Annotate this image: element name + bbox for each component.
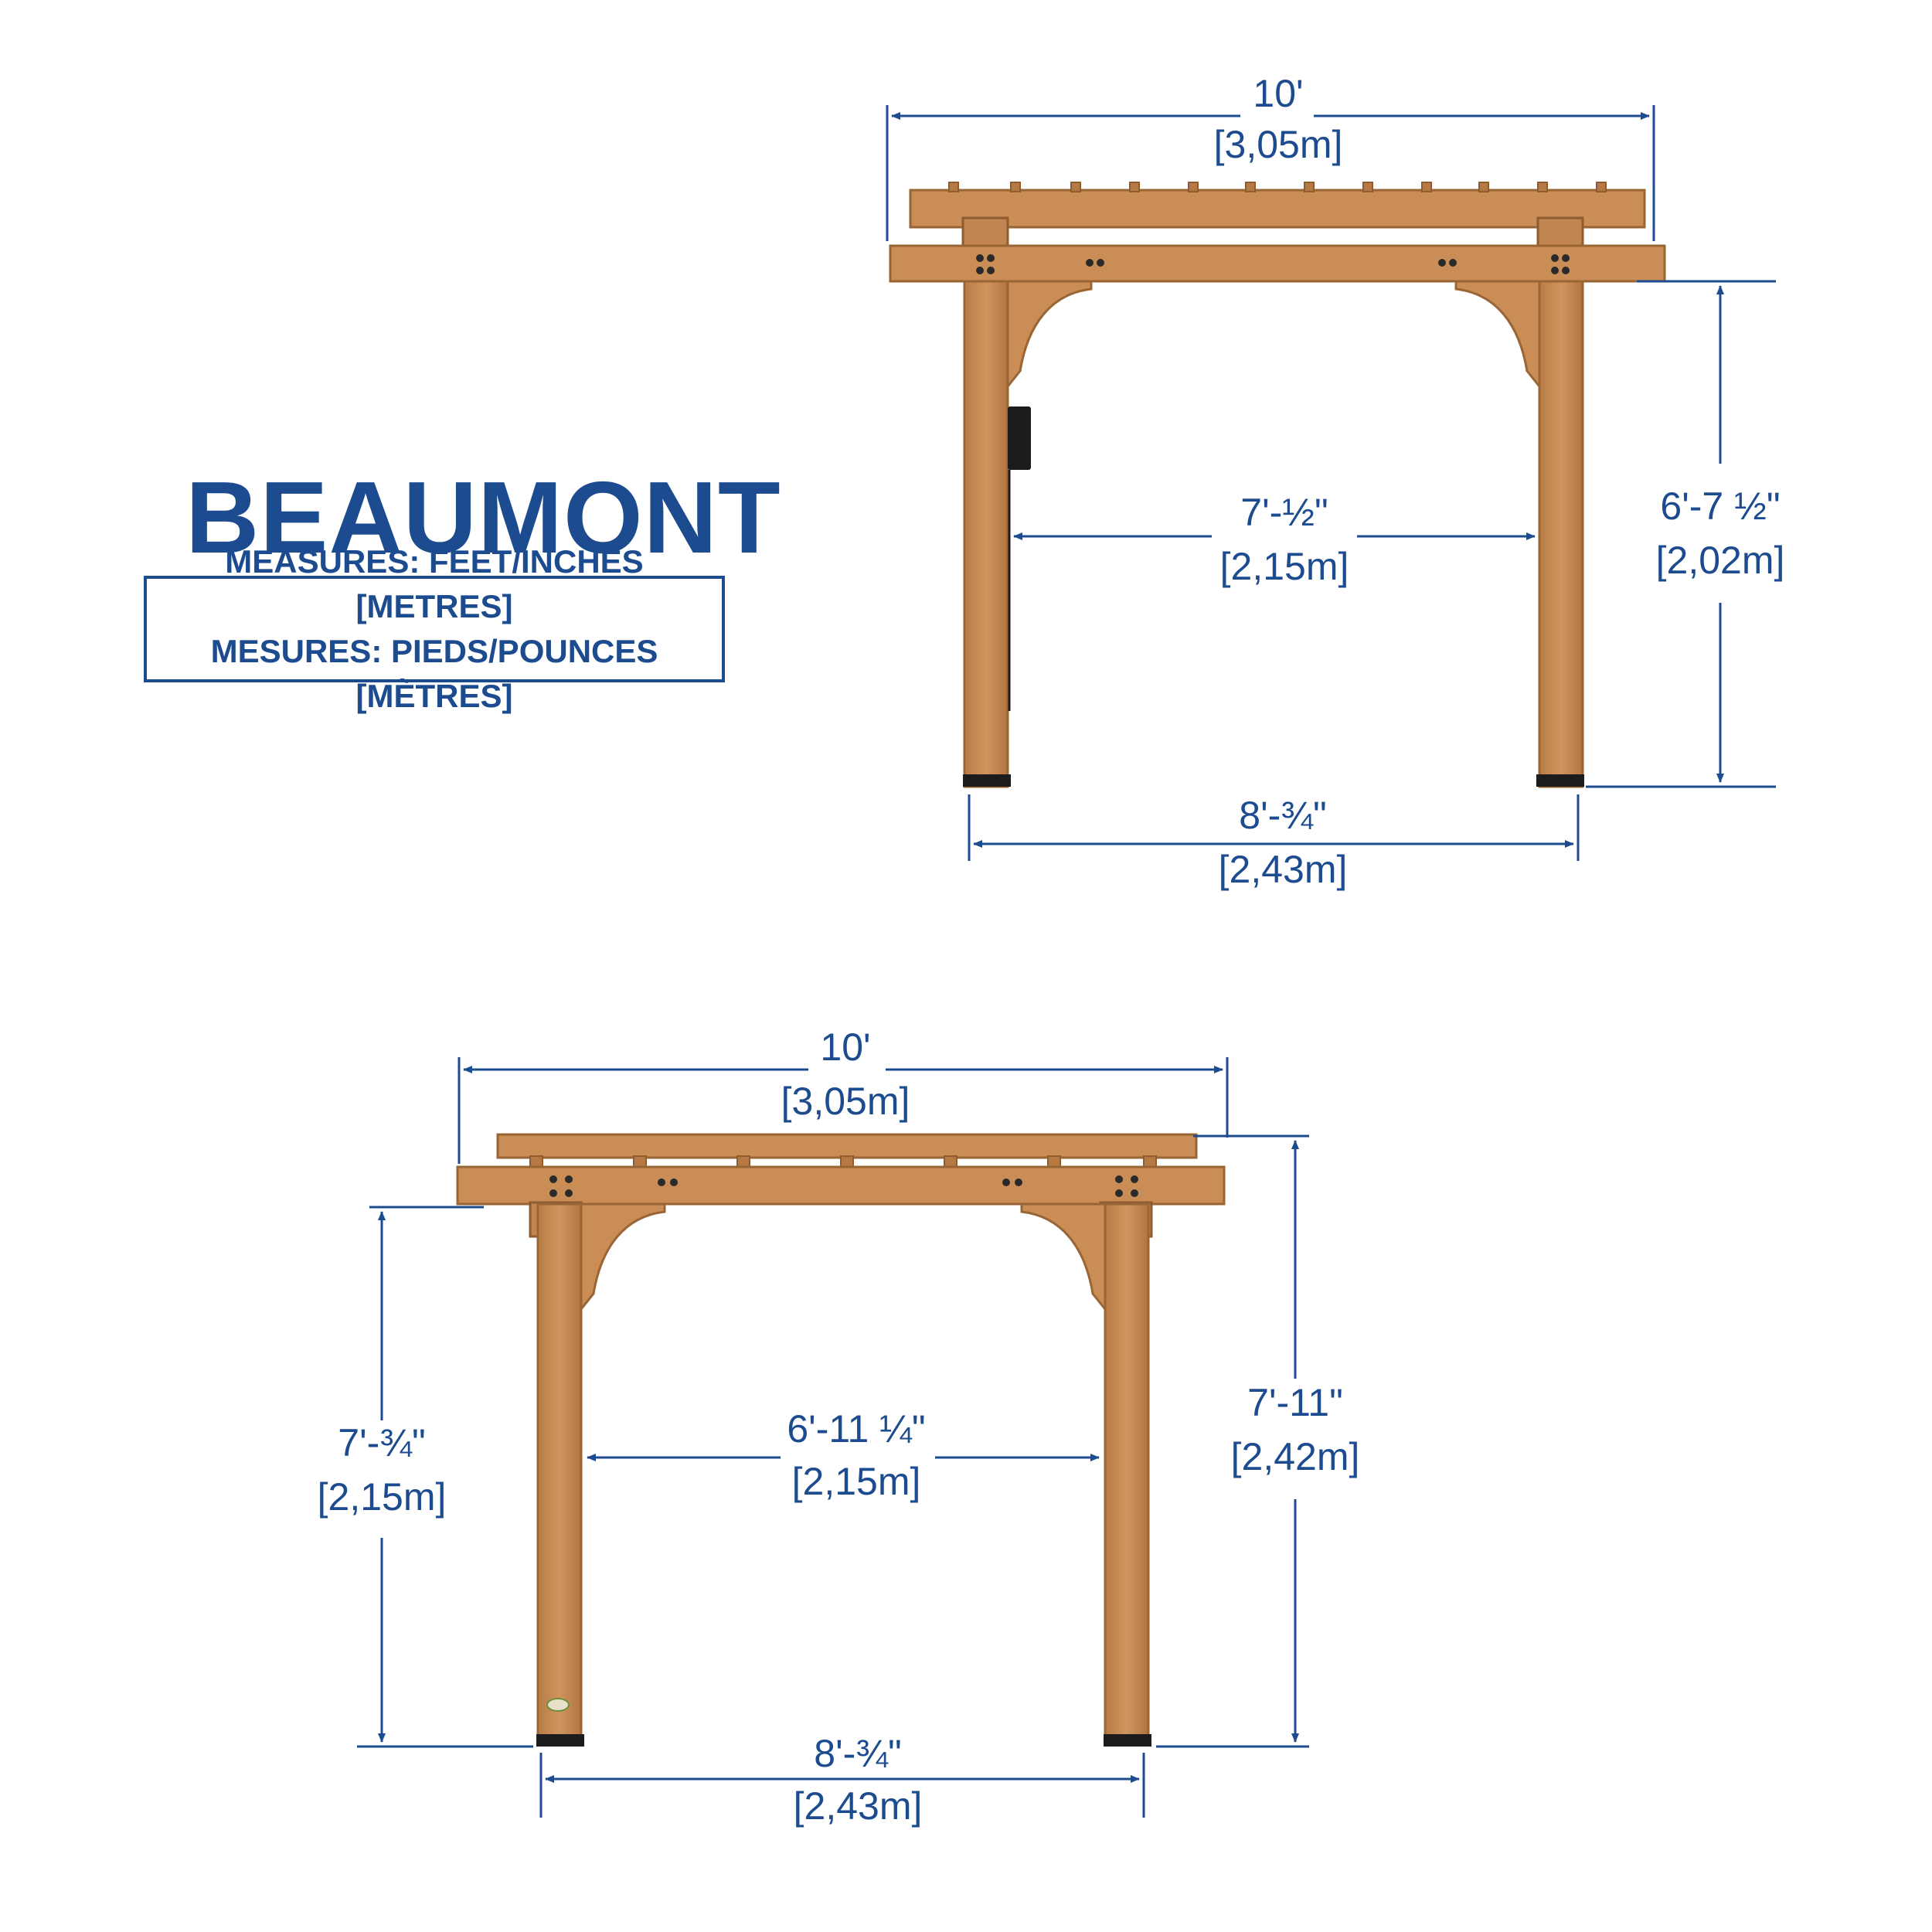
pergola-front-view	[456, 1133, 1226, 1747]
bracket-right	[1454, 280, 1541, 390]
front-clear-height-imperial: 7'-¾"	[338, 1421, 425, 1464]
side-overall-width-metric: [3,05m]	[1214, 123, 1343, 166]
side-view-dimensions	[886, 105, 1776, 861]
pergola-side-view	[889, 182, 1666, 788]
front-overall-width-imperial: 10'	[820, 1026, 870, 1069]
bracket-left	[1006, 280, 1093, 390]
front-main-beam	[456, 1165, 1226, 1206]
side-post-spacing-metric: [2,43m]	[1219, 848, 1348, 891]
top-rafter	[909, 189, 1646, 229]
top-slat	[496, 1133, 1198, 1159]
front-post-spacing-imperial: 8'-¾"	[814, 1732, 901, 1775]
side-clear-width-imperial: 7'-½"	[1240, 491, 1328, 534]
front-overall-height-metric: [2,42m]	[1231, 1435, 1360, 1478]
front-base-right	[1104, 1734, 1151, 1747]
side-clear-width-metric: [2,15m]	[1220, 545, 1349, 588]
post-right	[1538, 280, 1584, 788]
base-plate-left	[963, 774, 1011, 787]
front-bracket-left	[580, 1202, 666, 1313]
front-view-dimensions	[357, 1057, 1309, 1818]
front-clear-width-imperial: 6'-11 ¼"	[787, 1407, 925, 1451]
front-overall-height-imperial: 7'-11"	[1247, 1381, 1343, 1424]
side-clear-height-metric: [2,02m]	[1656, 539, 1785, 582]
side-overall-width-imperial: 10'	[1253, 72, 1303, 115]
base-plate-right	[1536, 774, 1584, 787]
front-beam-bolts	[549, 1175, 1138, 1197]
rafter-blocks	[948, 182, 1607, 192]
side-view-labels: 10' [3,05m] 7'-½" [2,15m] 6'-7 ½" [2,02m…	[1214, 72, 1785, 891]
side-clear-height-imperial: 6'-7 ½"	[1660, 485, 1780, 528]
beam-bolts	[976, 254, 1570, 274]
measures-line-french: MESURES: PIEDS/POUNCES [MÈTRES]	[210, 633, 658, 714]
post-left	[963, 280, 1009, 788]
main-beam	[889, 244, 1666, 283]
brand-badge	[546, 1698, 570, 1712]
front-bracket-right	[1020, 1202, 1107, 1313]
side-post-spacing-imperial: 8'-¾"	[1239, 794, 1326, 837]
front-clear-width-metric: [2,15m]	[792, 1460, 921, 1503]
front-overall-width-metric: [3,05m]	[781, 1080, 910, 1123]
outlet-box	[1008, 406, 1031, 470]
front-view-labels: 10' [3,05m] 7'-¾" [2,15m] 6'-11 ¼" [2,15…	[318, 1026, 1360, 1828]
measures-line-english: MEASURES: FEET/INCHES [METRES]	[225, 543, 644, 624]
front-post-spacing-metric: [2,43m]	[794, 1784, 923, 1828]
front-post-left	[536, 1202, 583, 1747]
front-base-left	[536, 1734, 584, 1747]
front-clear-height-metric: [2,15m]	[318, 1475, 447, 1519]
measures-legend: MEASURES: FEET/INCHES [METRES] MESURES: …	[144, 543, 725, 714]
front-post-right	[1104, 1202, 1150, 1747]
